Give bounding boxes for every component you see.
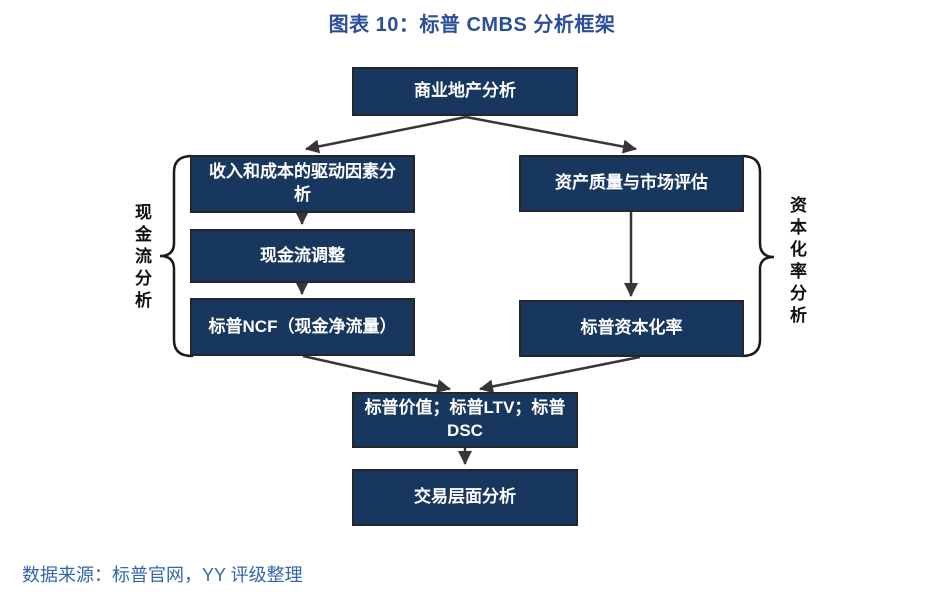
left-brace <box>159 154 194 358</box>
right-brace <box>740 154 775 358</box>
node-sp-value-ltv-dsc: 标普价值；标普LTV；标普DSC <box>352 392 578 448</box>
arrow-top-to-right1 <box>465 115 637 154</box>
node-income-cost-driver-analysis: 收入和成本的驱动因素分析 <box>190 155 415 213</box>
figure-title: 图表 10：标普 CMBS 分析框架 <box>328 14 616 36</box>
data-source-caption: 数据来源：标普官网，YY 评级整理 <box>22 565 303 585</box>
cash-flow-analysis-label: 现金流分析 <box>132 203 151 313</box>
node-sp-ncf: 标普NCF（现金净流量） <box>190 298 415 356</box>
node-asset-quality-market-assessment: 资产质量与市场评估 <box>519 155 744 212</box>
arrow-left3-to-value <box>302 354 451 393</box>
node-sp-cap-rate: 标普资本化率 <box>519 300 744 357</box>
arrow-right2-to-value <box>479 355 641 394</box>
arrow-top-to-left1 <box>305 115 467 154</box>
node-transaction-level-analysis: 交易层面分析 <box>352 469 578 526</box>
node-cash-flow-adjustment: 现金流调整 <box>190 229 415 283</box>
cap-rate-analysis-label: 资本化率分析 <box>787 196 806 328</box>
node-commercial-real-estate-analysis: 商业地产分析 <box>352 67 578 116</box>
